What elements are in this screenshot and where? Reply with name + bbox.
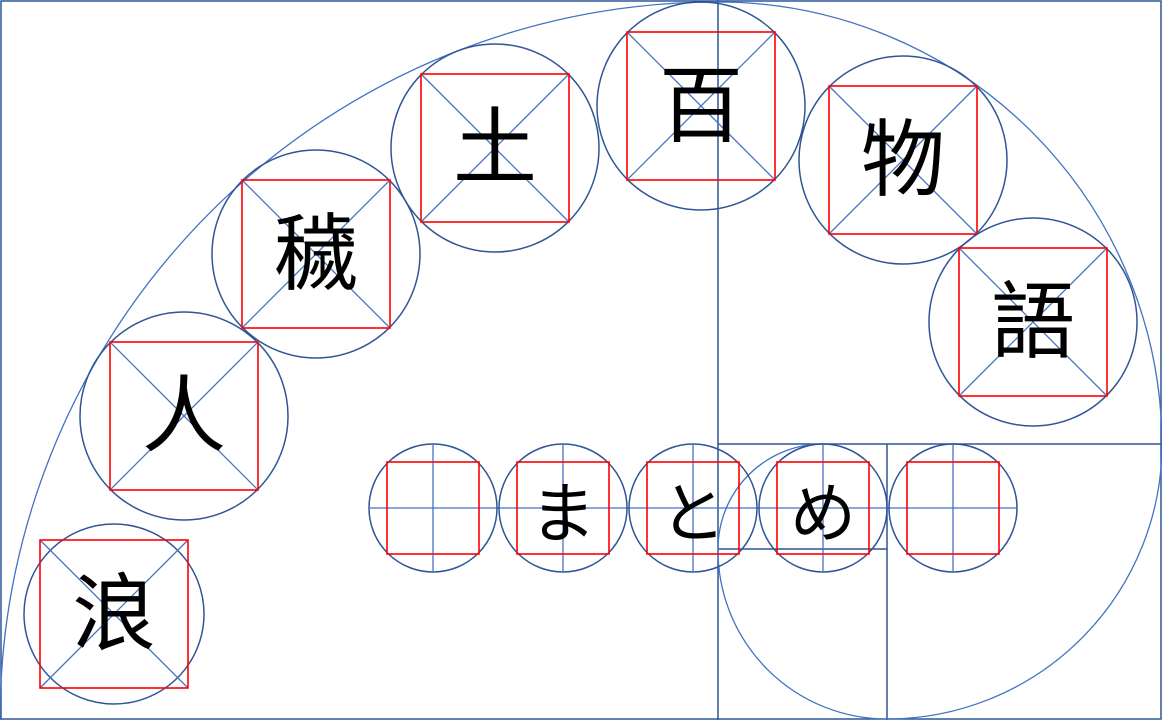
guide-circle: [596, 1, 806, 211]
title-char-cell: 人: [79, 311, 289, 521]
title-char-cell: 物: [798, 55, 1008, 265]
char-box: [626, 31, 776, 181]
guide-diagonal: [958, 247, 1108, 397]
guide-diagonal: [109, 341, 259, 491]
char-box: [828, 85, 978, 235]
guide-diagonal: [828, 85, 978, 235]
subtitle-char-cell: め: [758, 443, 888, 573]
guide-circle: [798, 55, 1008, 265]
title-char-cell: 土: [390, 43, 600, 253]
char-box: [776, 461, 870, 555]
title-char-cell: 穢: [211, 149, 421, 359]
subtitle-char: と: [660, 476, 726, 553]
guide-circle: [23, 523, 205, 705]
char-box: [420, 73, 570, 223]
title-char-cell: 語: [928, 217, 1138, 427]
guide-diagonal: [39, 539, 189, 689]
guide-circle: [211, 149, 421, 359]
title-char-cell: 百: [596, 1, 806, 211]
subtitle-char: ま: [530, 476, 596, 553]
guide-diagonal: [241, 179, 391, 329]
char-box: [109, 341, 259, 491]
subtitle-char-cell: [368, 443, 498, 573]
title-char: 穢: [274, 205, 358, 303]
subtitle-char-cell: ま: [498, 443, 628, 573]
title-char: 物: [861, 111, 945, 209]
char-box: [958, 247, 1108, 397]
subtitle-char-cell: と: [628, 443, 758, 573]
guide-circle: [390, 43, 600, 253]
char-box: [646, 461, 740, 555]
char-box: [516, 461, 610, 555]
guide-circle: [79, 311, 289, 521]
title-char: 土: [453, 99, 537, 197]
guide-circle: [928, 217, 1138, 427]
char-box: [906, 461, 1000, 555]
title-char: 人: [142, 367, 226, 465]
title-char: 百: [659, 57, 743, 155]
char-box: [386, 461, 480, 555]
char-box: [39, 539, 189, 689]
title-char-cell: 浪: [23, 523, 205, 705]
subtitle-char: め: [790, 476, 856, 553]
title-char: 浪: [72, 565, 156, 663]
char-box: [241, 179, 391, 329]
guide-diagonal: [626, 31, 776, 181]
subtitle-char-cell: [888, 443, 1018, 573]
guide-diagonal: [420, 73, 570, 223]
title-char: 語: [991, 273, 1075, 371]
